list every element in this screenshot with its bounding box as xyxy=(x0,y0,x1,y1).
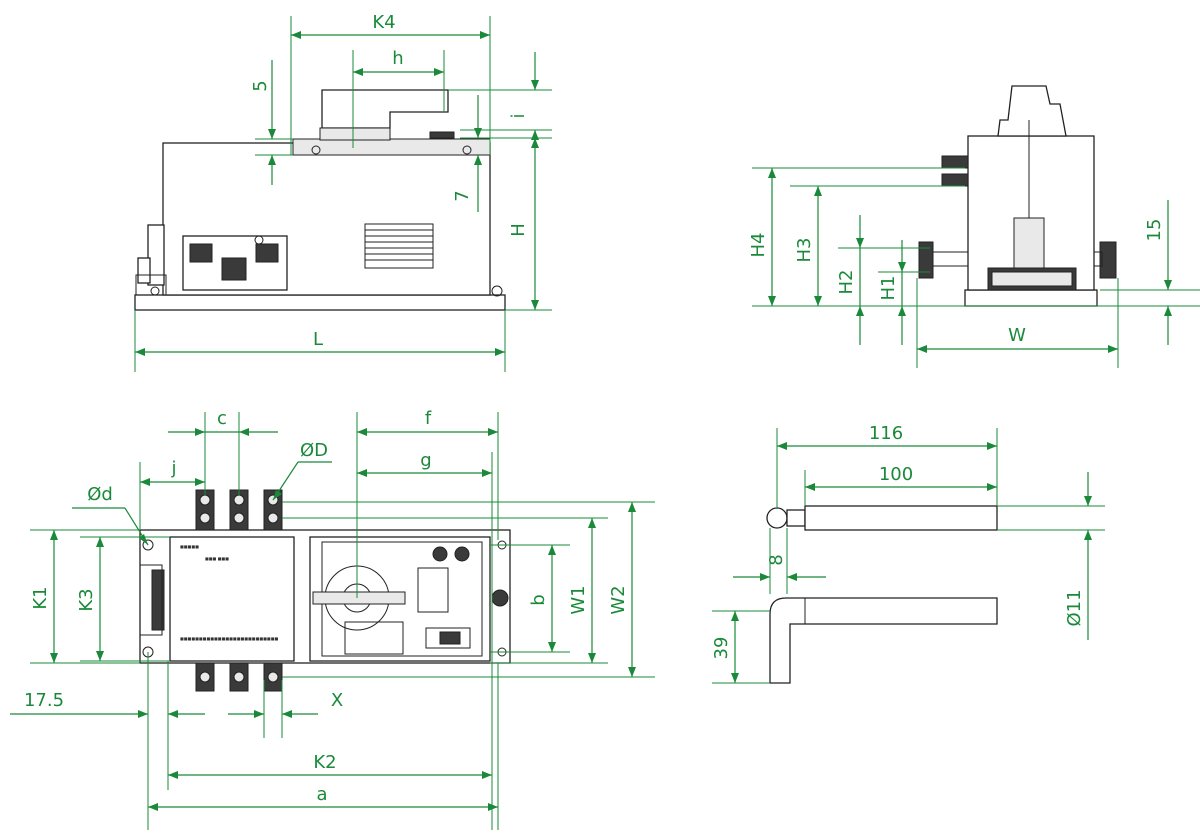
dim-i: i xyxy=(508,113,529,118)
dim-W1: W1 xyxy=(568,585,589,614)
operating-handle xyxy=(321,89,449,129)
dim-K3: K3 xyxy=(76,588,97,611)
dim-c: c xyxy=(217,408,227,429)
terminal-blocks xyxy=(189,235,279,281)
handle-view: 116 100 8 Ø11 39 xyxy=(711,423,1105,684)
dim-f: f xyxy=(425,408,432,429)
dim-5: 5 xyxy=(250,80,271,91)
vent-louvers xyxy=(364,223,434,269)
side-handle xyxy=(997,85,1067,137)
dim-H3: H3 xyxy=(794,238,815,263)
top-plate xyxy=(292,138,491,156)
dim-H: H xyxy=(508,223,529,237)
dim-116: 116 xyxy=(869,423,903,444)
dim-8: 8 xyxy=(766,554,787,565)
dim-K2: K2 xyxy=(313,752,336,773)
top-left-module xyxy=(169,536,295,662)
svg-text:■■■ ■■■: ■■■ ■■■ xyxy=(205,556,229,561)
front-view: K4 h 5 i 7 H xyxy=(134,12,552,372)
handle-knob xyxy=(766,507,788,529)
side-base xyxy=(964,289,1098,307)
handle-rod-upper xyxy=(804,505,998,531)
dim-g: g xyxy=(420,450,431,471)
dim-OD: ØD xyxy=(300,440,328,461)
dim-100: 100 xyxy=(879,464,913,485)
dim-b: b xyxy=(528,594,549,605)
top-view: ■■■■■ ■■■ ■■■ ■■■■■■■■■■■■■■■■■■■■■■■■■■… xyxy=(10,408,655,830)
dim-H4: H4 xyxy=(748,233,769,258)
terminals-top xyxy=(195,489,283,531)
dim-15: 15 xyxy=(1144,219,1165,242)
svg-text:■■■■■: ■■■■■ xyxy=(180,544,199,549)
base-plate xyxy=(134,294,506,311)
side-view: H4 H3 H2 H1 15 W xyxy=(748,85,1200,368)
dim-L: L xyxy=(313,329,323,350)
dim-17-5: 17.5 xyxy=(24,690,64,711)
dim-W2: W2 xyxy=(608,585,629,614)
dim-O11: Ø11 xyxy=(1064,589,1085,626)
dim-Od: Ød xyxy=(87,484,113,505)
dim-K1: K1 xyxy=(30,586,51,609)
svg-text:■■■■■■■■■■■■■■■■■■■■■■■■■■: ■■■■■■■■■■■■■■■■■■■■■■■■■■ xyxy=(180,636,278,641)
dim-h: h xyxy=(392,48,403,69)
dim-H2: H2 xyxy=(836,270,857,295)
dim-7: 7 xyxy=(452,190,473,201)
dim-j: j xyxy=(170,458,176,479)
handle-rod-lower xyxy=(769,597,998,684)
dim-H1: H1 xyxy=(878,276,899,301)
dim-39: 39 xyxy=(711,637,732,660)
dim-X: X xyxy=(331,690,343,711)
dim-K4: K4 xyxy=(372,12,395,33)
terminals-bottom xyxy=(195,662,283,692)
dim-W: W xyxy=(1008,325,1026,346)
dim-a: a xyxy=(316,784,327,805)
